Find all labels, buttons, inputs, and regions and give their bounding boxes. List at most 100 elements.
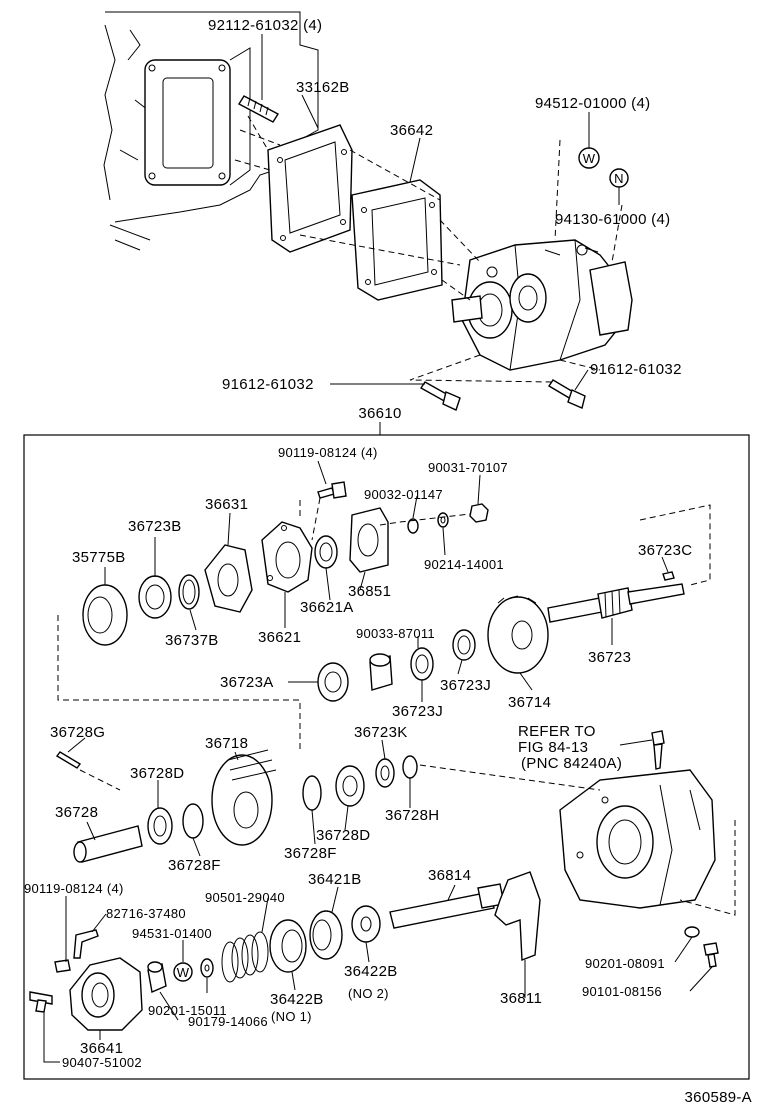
label-36723C: 36723C <box>638 542 692 559</box>
stud-bolt-92112 <box>238 95 279 123</box>
label-no2: (NO 2) <box>348 986 389 1001</box>
label-90501-29040: 90501-29040 <box>205 890 285 905</box>
label-36642: 36642 <box>390 122 433 139</box>
label-36728D-right: 36728D <box>316 827 370 844</box>
assembly-frame <box>23 434 750 1080</box>
gasket-33162B <box>267 124 353 253</box>
pin-36728G <box>55 751 82 769</box>
nut-94130: N <box>609 168 629 188</box>
label-36728G: 36728G <box>50 724 105 741</box>
label-82716-37480: 82716-37480 <box>106 906 186 921</box>
label-90201-15011: 90201-15011 <box>148 1003 227 1018</box>
label-no1: (NO 1) <box>271 1009 312 1024</box>
shaft-36728 <box>73 825 143 863</box>
washer-36723K <box>375 758 395 788</box>
bearing-36723B <box>138 575 172 619</box>
label-36718: 36718 <box>205 735 248 752</box>
needle-bearing-36723J-1 <box>452 629 476 661</box>
label-36723K: 36723K <box>354 724 408 741</box>
label-36723: 36723 <box>588 649 631 666</box>
label-36723B: 36723B <box>128 518 182 535</box>
bolt-91612-right <box>548 379 586 409</box>
shaft-36723 <box>547 583 685 623</box>
cap-36422B-no1 <box>269 919 307 973</box>
label-assembly-36610: 36610 <box>358 405 401 422</box>
label-90214-14001: 90214-14001 <box>424 557 504 572</box>
label-94512-01000: 94512-01000 (4) <box>535 95 650 112</box>
shim-36728H <box>402 755 418 779</box>
housing-36641 <box>69 957 143 1031</box>
shaft-36814 <box>389 883 505 929</box>
label-36851: 36851 <box>348 583 391 600</box>
label-92112-61032: 92112-61032 (4) <box>208 17 322 34</box>
label-36737B: 36737B <box>165 632 219 649</box>
label-36723J-lower: 36723J <box>392 703 443 720</box>
label-36631: 36631 <box>205 496 248 513</box>
label-36621: 36621 <box>258 629 301 646</box>
label-90407-51002: 90407-51002 <box>62 1055 142 1070</box>
label-36641: 36641 <box>80 1040 123 1057</box>
label-90119-08124-lower: 90119-08124 (4) <box>24 881 124 896</box>
pto-case <box>559 769 716 909</box>
snap-ring-36728F-left <box>182 803 204 839</box>
label-33162B: 33162B <box>296 79 350 96</box>
label-36714: 36714 <box>508 694 551 711</box>
fitting-90407 <box>29 991 53 1013</box>
bolt-91612-left <box>419 381 461 411</box>
gear-36718 <box>211 749 277 846</box>
spring-90501 <box>221 931 269 983</box>
nut-90031 <box>469 503 489 523</box>
label-refer-pnc: (PNC 84240A) <box>521 755 622 772</box>
nut-n-marker: N <box>614 171 624 186</box>
label-90119-08124-top: 90119-08124 (4) <box>278 445 378 460</box>
label-35775B: 35775B <box>72 549 126 566</box>
spacer-90033 <box>369 653 393 691</box>
shift-fork-36811 <box>494 871 541 962</box>
label-36728F-left: 36728F <box>168 857 221 874</box>
label-36728F-right: 36728F <box>284 845 337 862</box>
label-36728D-left: 36728D <box>130 765 184 782</box>
label-91612-61032-left: 91612-61032 <box>222 376 314 393</box>
ring-35775B <box>82 584 128 646</box>
label-36814: 36814 <box>428 867 471 884</box>
label-90201-08091: 90201-08091 <box>585 956 665 971</box>
oil-seal-36621A <box>314 535 338 569</box>
washer-94512: W <box>578 147 600 169</box>
bearing-36728D-left <box>147 807 173 845</box>
bearing-36728D-right <box>335 765 365 807</box>
gasket-36631 <box>204 544 253 613</box>
label-refer-fig: FIG 84-13 <box>518 739 588 756</box>
label-90031-70107: 90031-70107 <box>428 460 508 475</box>
bolt-90119-lower <box>54 959 71 973</box>
label-90032-01147: 90032-01147 <box>364 487 443 502</box>
washer-w1-marker: W <box>583 151 596 166</box>
bushing-90179 <box>147 961 167 993</box>
label-36723J-upper: 36723J <box>440 677 491 694</box>
bearing-cover-36621 <box>261 521 313 593</box>
label-91612-61032-right: 91612-61032 <box>590 361 682 378</box>
ring-36421B <box>309 910 343 960</box>
transmission-case <box>103 11 319 251</box>
washer-90201-15011 <box>200 958 214 978</box>
snap-ring-36728F-right <box>302 775 322 811</box>
label-36811: 36811 <box>500 990 542 1007</box>
snap-ring-36737B <box>178 574 200 610</box>
washer-94531: W <box>173 962 193 982</box>
key-36723C <box>662 571 675 581</box>
bearing-36723A <box>317 662 349 702</box>
washer-w2-marker: W <box>177 965 190 980</box>
label-36728: 36728 <box>55 804 98 821</box>
label-36422B-no1: 36422B <box>270 991 324 1008</box>
bearing-retainer-36851 <box>349 507 389 573</box>
label-94130-61000: 94130-61000 (4) <box>555 211 670 228</box>
washer-36422B-no2 <box>351 905 381 943</box>
gasket-36642 <box>351 179 443 301</box>
bolt-refer-fig84 <box>651 730 665 770</box>
bolt-90101 <box>703 942 719 968</box>
label-94531-01400: 94531-01400 <box>132 926 212 941</box>
figure-id: 360589-A <box>685 1089 752 1106</box>
washer-90032 <box>407 518 419 534</box>
bracket-82716 <box>73 929 99 959</box>
label-90179-14066: 90179-14066 <box>188 1014 268 1029</box>
